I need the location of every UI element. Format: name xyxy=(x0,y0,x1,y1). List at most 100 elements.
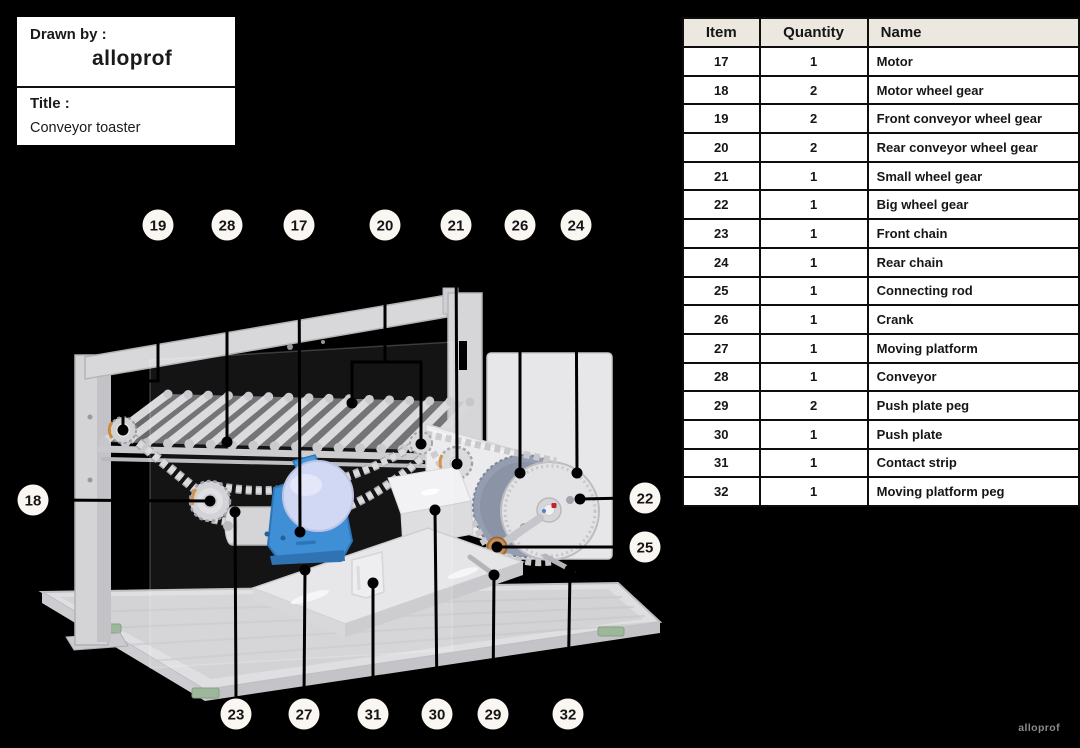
leader-line xyxy=(297,240,302,533)
leader-dot xyxy=(299,564,311,576)
title-block: Drawn by : alloprof Title : Conveyor toa… xyxy=(17,17,235,145)
item-cell: 24 xyxy=(682,246,761,278)
callout-number: 24 xyxy=(568,218,585,235)
leader-dot xyxy=(367,577,379,589)
callout-number: 21 xyxy=(448,218,465,235)
callout-28: 28 xyxy=(211,209,243,241)
drawing-title: Conveyor toaster xyxy=(30,120,141,136)
name-cell: Small wheel gear xyxy=(866,160,1080,192)
name-cell: Rear chain xyxy=(866,246,1080,278)
quantity-cell: 2 xyxy=(758,390,869,421)
callout-19: 19 xyxy=(142,209,174,241)
callout-24: 24 xyxy=(560,209,592,241)
quantity-cell: 2 xyxy=(758,74,869,106)
callout-23: 23 xyxy=(220,698,252,730)
callout-31: 31 xyxy=(357,698,389,730)
conveyor-assembly xyxy=(96,389,475,468)
leader-dot xyxy=(204,495,216,507)
item-cell: 29 xyxy=(682,390,761,421)
callout-number: 30 xyxy=(429,707,446,724)
drawn-by-label: Drawn by : xyxy=(30,26,107,43)
callout-number: 31 xyxy=(365,707,382,724)
callout-number: 25 xyxy=(637,540,654,557)
callout-30: 30 xyxy=(421,698,453,730)
quantity-cell: 1 xyxy=(758,189,869,221)
item-cell: 30 xyxy=(682,418,761,450)
leader-dot xyxy=(346,397,358,409)
title-block-top: Drawn by : alloprof xyxy=(17,17,235,88)
item-cell: 20 xyxy=(682,132,761,163)
header-item: Item xyxy=(682,17,761,48)
leader-dot xyxy=(491,541,503,553)
leader-dot xyxy=(429,504,441,516)
name-cell: Front chain xyxy=(866,218,1080,249)
callout-27: 27 xyxy=(288,698,320,730)
name-cell: Moving platform peg xyxy=(866,476,1080,507)
leader-dot xyxy=(514,467,526,479)
callout-26: 26 xyxy=(504,209,536,241)
callout-25: 25 xyxy=(629,531,661,563)
leader-line xyxy=(233,511,238,699)
leader-dot xyxy=(229,506,241,518)
quantity-cell: 1 xyxy=(758,332,869,364)
item-cell: 31 xyxy=(682,447,761,479)
callout-21: 21 xyxy=(440,209,472,241)
item-cell: 19 xyxy=(682,103,761,135)
title-label: Title : xyxy=(30,95,70,112)
leader-dot xyxy=(451,458,463,470)
item-cell: 25 xyxy=(682,275,761,307)
item-cell: 26 xyxy=(682,304,761,335)
header-quantity: Quantity xyxy=(758,17,869,48)
item-cell: 28 xyxy=(682,361,761,393)
name-cell: Front conveyor wheel gear xyxy=(866,103,1080,135)
callout-22: 22 xyxy=(629,482,661,514)
leader-dot xyxy=(564,564,576,576)
quantity-cell: 1 xyxy=(758,160,869,192)
table-header-row: Item Quantity Name xyxy=(682,17,1080,48)
quantity-cell: 1 xyxy=(758,46,869,77)
callout-number: 23 xyxy=(228,707,245,724)
callout-20: 20 xyxy=(369,209,401,241)
leader-line xyxy=(574,240,579,474)
alloprof-logo: alloprof xyxy=(92,47,173,70)
leader-line xyxy=(385,360,423,444)
leader-dot xyxy=(117,424,129,436)
quantity-cell: 1 xyxy=(758,418,869,450)
name-cell: Conveyor xyxy=(866,361,1080,393)
callout-number: 22 xyxy=(637,491,654,508)
leader-dot xyxy=(571,467,583,479)
callout-number: 29 xyxy=(485,707,502,724)
callout-number: 20 xyxy=(377,218,394,235)
callout-number: 27 xyxy=(296,707,313,724)
item-cell: 27 xyxy=(682,332,761,364)
callout-number: 28 xyxy=(219,218,236,235)
name-cell: Contact strip xyxy=(866,447,1080,479)
title-block-bottom: Title : Conveyor toaster xyxy=(17,88,235,136)
name-cell: Push plate xyxy=(866,418,1080,450)
name-cell: Big wheel gear xyxy=(866,189,1080,221)
item-cell: 17 xyxy=(682,46,761,77)
item-cell: 21 xyxy=(682,160,761,192)
name-cell: Motor xyxy=(866,46,1080,77)
leader-line xyxy=(302,569,307,699)
callout-number: 17 xyxy=(291,218,308,235)
moving-platform xyxy=(250,527,526,637)
item-cell: 32 xyxy=(682,476,761,507)
quantity-cell: 1 xyxy=(758,275,869,307)
leader-line xyxy=(491,574,496,699)
